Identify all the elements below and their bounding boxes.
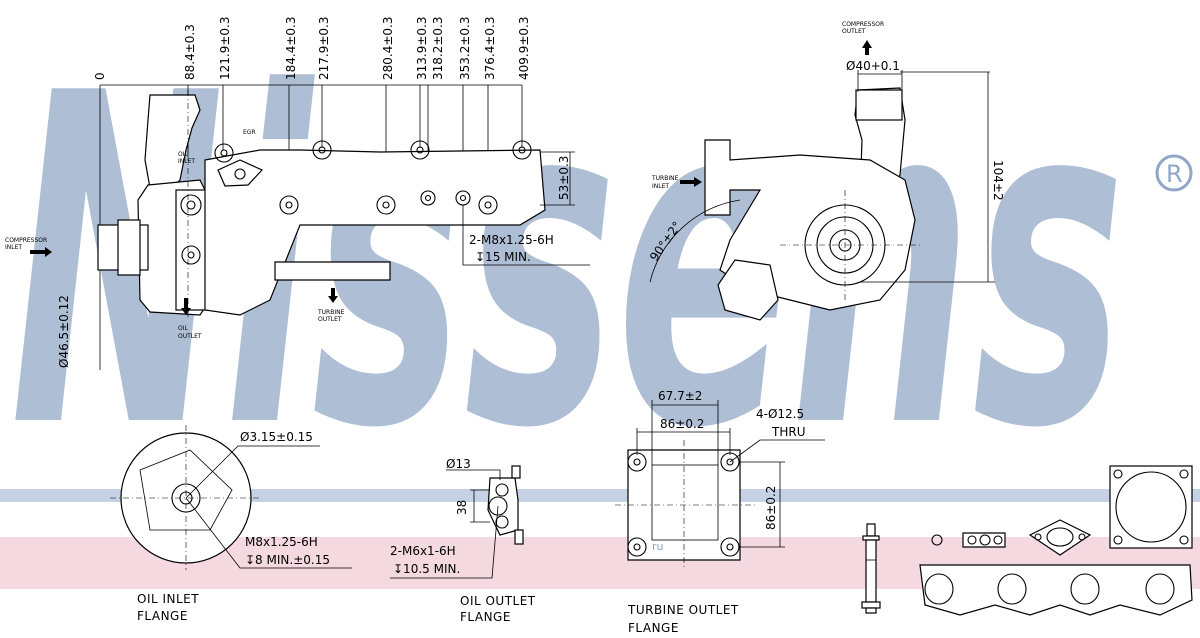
label-compressor-inlet-2: INLET	[5, 244, 22, 251]
compressor-inlet-arrow	[30, 247, 52, 257]
gasket-set	[861, 465, 1193, 616]
oil-outlet-height: 38	[455, 500, 469, 515]
oil-inlet-title-1: OIL INLET	[137, 592, 199, 606]
dim-diameter-46: Ø46.5±0.12	[57, 295, 71, 368]
dim-409: 409.9±0.3	[517, 17, 531, 81]
label-compressor-inlet-1: COMPRESSOR	[5, 237, 47, 244]
watermark-band-blue	[0, 489, 1200, 502]
dim-353: 353.2±0.3	[458, 17, 472, 81]
turbine-outlet-flange-drawing	[615, 400, 825, 570]
label-compressor-outlet-2: OUTLET	[842, 28, 866, 35]
oil-inlet-flange-drawing	[110, 425, 352, 570]
oil-outlet-hole: Ø13	[446, 457, 471, 471]
oil-inlet-hole: Ø3.15±0.15	[240, 430, 313, 444]
side-view	[649, 40, 995, 321]
dim-53: 53±0.3	[557, 156, 571, 200]
dim-88: 88.4±0.3	[183, 24, 197, 80]
dim-217: 217.9±0.3	[317, 17, 331, 81]
turbine-flange-holes-1: 4-Ø12.5	[756, 407, 804, 421]
label-oil-outlet-1: OIL	[178, 325, 188, 332]
oil-outlet-title-1: OIL OUTLET	[460, 594, 536, 608]
oil-outlet-depth: ↧10.5 MIN.	[393, 562, 460, 576]
turbine-flange-title-2: FLANGE	[628, 621, 679, 635]
label-turbine-inlet-2: INLET	[652, 183, 669, 190]
label-turbine-outlet-1: TURBINE	[317, 309, 345, 316]
turbine-flange-width-outer: 67.7±2	[658, 389, 702, 403]
turbine-inlet-arrow	[680, 177, 702, 187]
dim-height-104: 104±2	[991, 160, 1005, 201]
label-turbine-outlet-2: OUTLET	[318, 316, 342, 323]
oil-outlet-arrow	[181, 298, 191, 315]
turbine-flange-holes-2: THRU	[771, 425, 805, 439]
turbine-outlet-arrow	[328, 288, 338, 303]
drawing-text: 0 88.4±0.3 121.9±0.3 184.4±0.3 217.9±0.3…	[5, 17, 1005, 636]
dim-zero: 0	[93, 72, 107, 80]
label-oil-inlet-2: INLET	[178, 158, 195, 165]
oil-inlet-title-2: FLANGE	[137, 609, 188, 623]
label-egr: EGR	[243, 129, 256, 136]
oil-inlet-depth: ↧8 MIN.±0.15	[245, 553, 330, 567]
label-oil-outlet-2: OUTLET	[178, 333, 202, 340]
oil-outlet-title-2: FLANGE	[460, 610, 511, 624]
registered-mark-circle	[1155, 154, 1193, 192]
label-oil-inlet-1: OIL	[178, 151, 188, 158]
dim-376: 376.4±0.3	[483, 17, 497, 81]
label-turbine-inlet-1: TURBINE	[651, 175, 679, 182]
main-view	[30, 84, 590, 370]
turbo-front-body	[97, 90, 546, 320]
dim-313: 313.9±0.3	[415, 17, 429, 81]
dim-outlet-diameter: Ø40+0.1	[846, 59, 900, 73]
turbine-flange-title-1: TURBINE OUTLET	[627, 603, 739, 617]
dim-318: 318.2±0.3	[431, 17, 445, 81]
oil-outlet-thread: 2-M6x1-6H	[390, 544, 456, 558]
turbine-flange-width-inner: 86±0.2	[660, 417, 704, 431]
thread-spec-main: 2-M8x1.25-6H	[469, 233, 554, 247]
registered-mark: R	[1166, 160, 1183, 188]
label-compressor-outlet-1: COMPRESSOR	[842, 21, 884, 28]
dim-184: 184.4±0.3	[284, 17, 298, 81]
turbine-flange-height: 86±0.2	[764, 486, 778, 530]
thread-depth-main: ↧15 MIN.	[475, 250, 531, 264]
dim-280: 280.4±0.3	[381, 17, 395, 81]
compressor-outlet-arrow	[862, 40, 872, 55]
dim-121: 121.9±0.3	[218, 17, 232, 81]
site-mark: ru	[652, 540, 664, 553]
oil-inlet-thread: M8x1.25-6H	[245, 535, 318, 549]
oil-outlet-flange-drawing	[390, 465, 524, 579]
